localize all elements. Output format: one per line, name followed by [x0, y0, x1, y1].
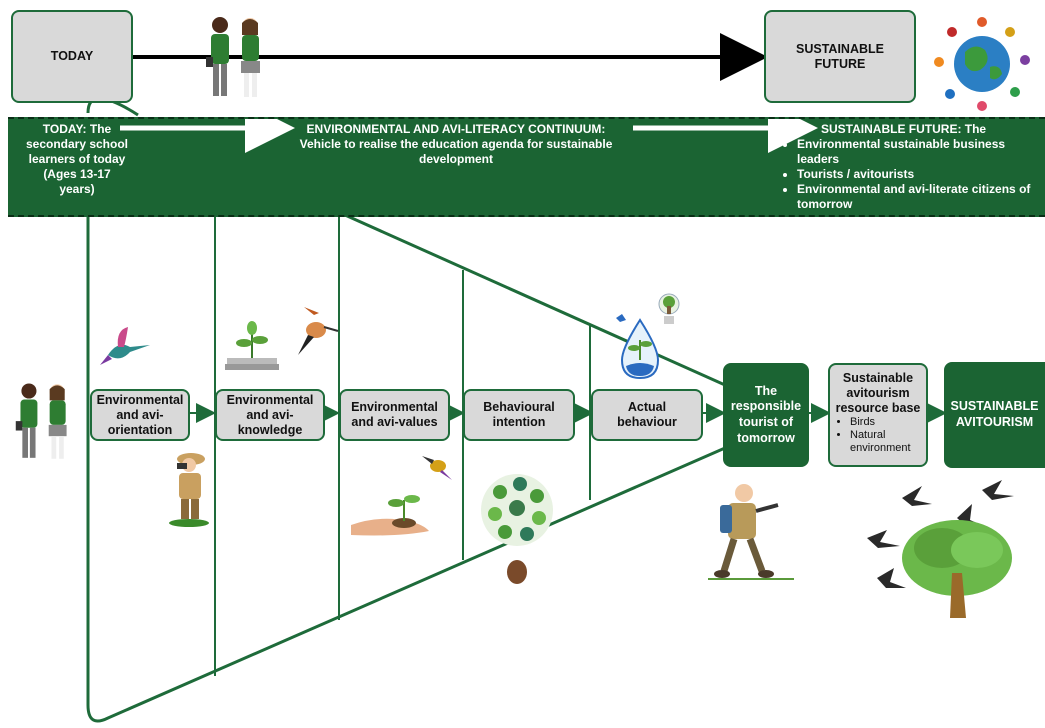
stage-label: intention: [492, 415, 546, 429]
responsible-label: responsible: [730, 399, 802, 414]
globe-children-icon: [934, 17, 1030, 111]
eco-head-icon: [481, 474, 553, 584]
resource-label: resource base: [835, 401, 921, 415]
stage-label: orientation: [107, 422, 173, 437]
stage-label: Environmental: [226, 392, 314, 407]
hoopoe-icon: [298, 307, 339, 355]
future-label-line2: FUTURE: [814, 56, 866, 71]
band-left-title: TODAY: The: [42, 122, 112, 136]
sustainable-future-box: SUSTAINABLE FUTURE: [764, 10, 916, 103]
future-label-line1: SUSTAINABLE: [796, 41, 884, 56]
band-arrows: [120, 119, 818, 153]
resource-item: Natural environment: [850, 429, 926, 455]
birdwatcher-icon: [169, 453, 209, 527]
stage-label: Behavioural: [483, 400, 555, 414]
band-center-line: development: [418, 152, 493, 166]
band-left-line: learners of today: [28, 152, 126, 166]
students-icon: [15, 383, 67, 459]
responsible-label: tourist of: [738, 415, 794, 429]
sustainable-avitourism-box: SUSTAINABLE AVITOURISM: [944, 362, 1045, 468]
resource-item: Birds: [850, 416, 926, 429]
stage-label: Environmental: [96, 392, 184, 407]
hands-seedling-icon: [351, 495, 429, 536]
band-right-item: Environmental and avi-literate citizens …: [797, 182, 1041, 212]
band-left-line: secondary school: [25, 137, 129, 151]
band-left-text: TODAY: The secondary school learners of …: [22, 122, 132, 197]
band-right-item: Tourists / avitourists: [797, 167, 1041, 182]
stage-label: and avi-: [116, 407, 164, 422]
stage-label: Environmental: [351, 400, 438, 414]
band-left-line: years): [59, 182, 95, 196]
today-box: TODAY: [11, 10, 133, 103]
responsible-label: tomorrow: [737, 430, 795, 445]
resource-base-box: Sustainable avitourism resource base Bir…: [828, 363, 928, 467]
final-label: AVITOURISM: [955, 415, 1034, 429]
band-right-item: Environmental sustainable business leade…: [797, 137, 1041, 167]
final-label: SUSTAINABLE: [950, 399, 1039, 414]
water-drop-icon: [616, 314, 660, 380]
responsible-label: The: [754, 383, 778, 398]
band-center-line: Vehicle to realise the education agenda …: [299, 137, 613, 151]
band-center-text: ENVIRONMENTAL AND AVI-LITERACY CONTINUUM…: [276, 122, 636, 167]
continuum-band: TODAY: The secondary school learners of …: [8, 117, 1045, 217]
stage-label: behaviour: [617, 415, 677, 429]
stage-label: and avi-: [246, 407, 294, 422]
hiker-icon: [708, 484, 794, 580]
students-icon: [206, 17, 260, 97]
swallows-tree-icon: [867, 480, 1014, 618]
stage-label: and avi-values: [351, 415, 438, 429]
stage-label: Actual: [627, 400, 667, 414]
responsible-tourist-box: The responsible tourist of tomorrow: [723, 363, 809, 467]
band-left-line: (Ages 13-17: [43, 167, 111, 181]
bird-icon: [422, 456, 452, 480]
resource-label: avitourism: [846, 386, 910, 400]
hummingbird-icon: [100, 327, 150, 365]
band-right-title: SUSTAINABLE FUTURE: The: [821, 122, 987, 136]
books-plant-icon: [225, 321, 279, 370]
stage-label: knowledge: [237, 422, 303, 437]
today-label: TODAY: [50, 49, 94, 63]
tree-bulb-icon: [658, 293, 680, 324]
band-right-text: SUSTAINABLE FUTURE: The Environmental su…: [781, 122, 1041, 212]
band-center-title: ENVIRONMENTAL AND AVI-LITERACY CONTINUUM…: [306, 122, 606, 136]
resource-label: Sustainable: [842, 371, 914, 385]
